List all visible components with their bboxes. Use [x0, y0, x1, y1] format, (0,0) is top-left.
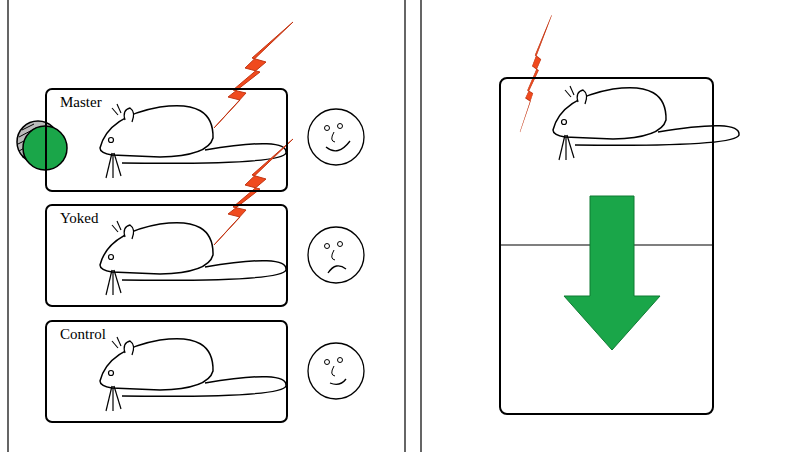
chamber-box: Master	[45, 88, 288, 192]
escape-arrow	[564, 196, 660, 350]
content-face	[308, 343, 364, 399]
shuttle-box	[500, 78, 713, 414]
happy-face	[308, 109, 364, 165]
chamber-label: Control	[47, 322, 106, 343]
rat	[100, 104, 286, 178]
chamber-label: Master	[47, 90, 102, 111]
rat	[553, 86, 739, 160]
rat	[100, 221, 286, 295]
chamber-label: Yoked	[47, 206, 99, 227]
shock-bolt	[214, 22, 293, 128]
sad-face	[308, 227, 364, 283]
chamber-box: Yoked	[45, 204, 288, 307]
chamber-box: Control	[45, 320, 288, 423]
right-panel	[421, 0, 787, 452]
rat	[100, 337, 286, 411]
left-panel	[8, 0, 405, 452]
shock-bolt	[214, 139, 293, 245]
lever-knob	[17, 121, 67, 170]
shock-bolt	[520, 15, 552, 132]
